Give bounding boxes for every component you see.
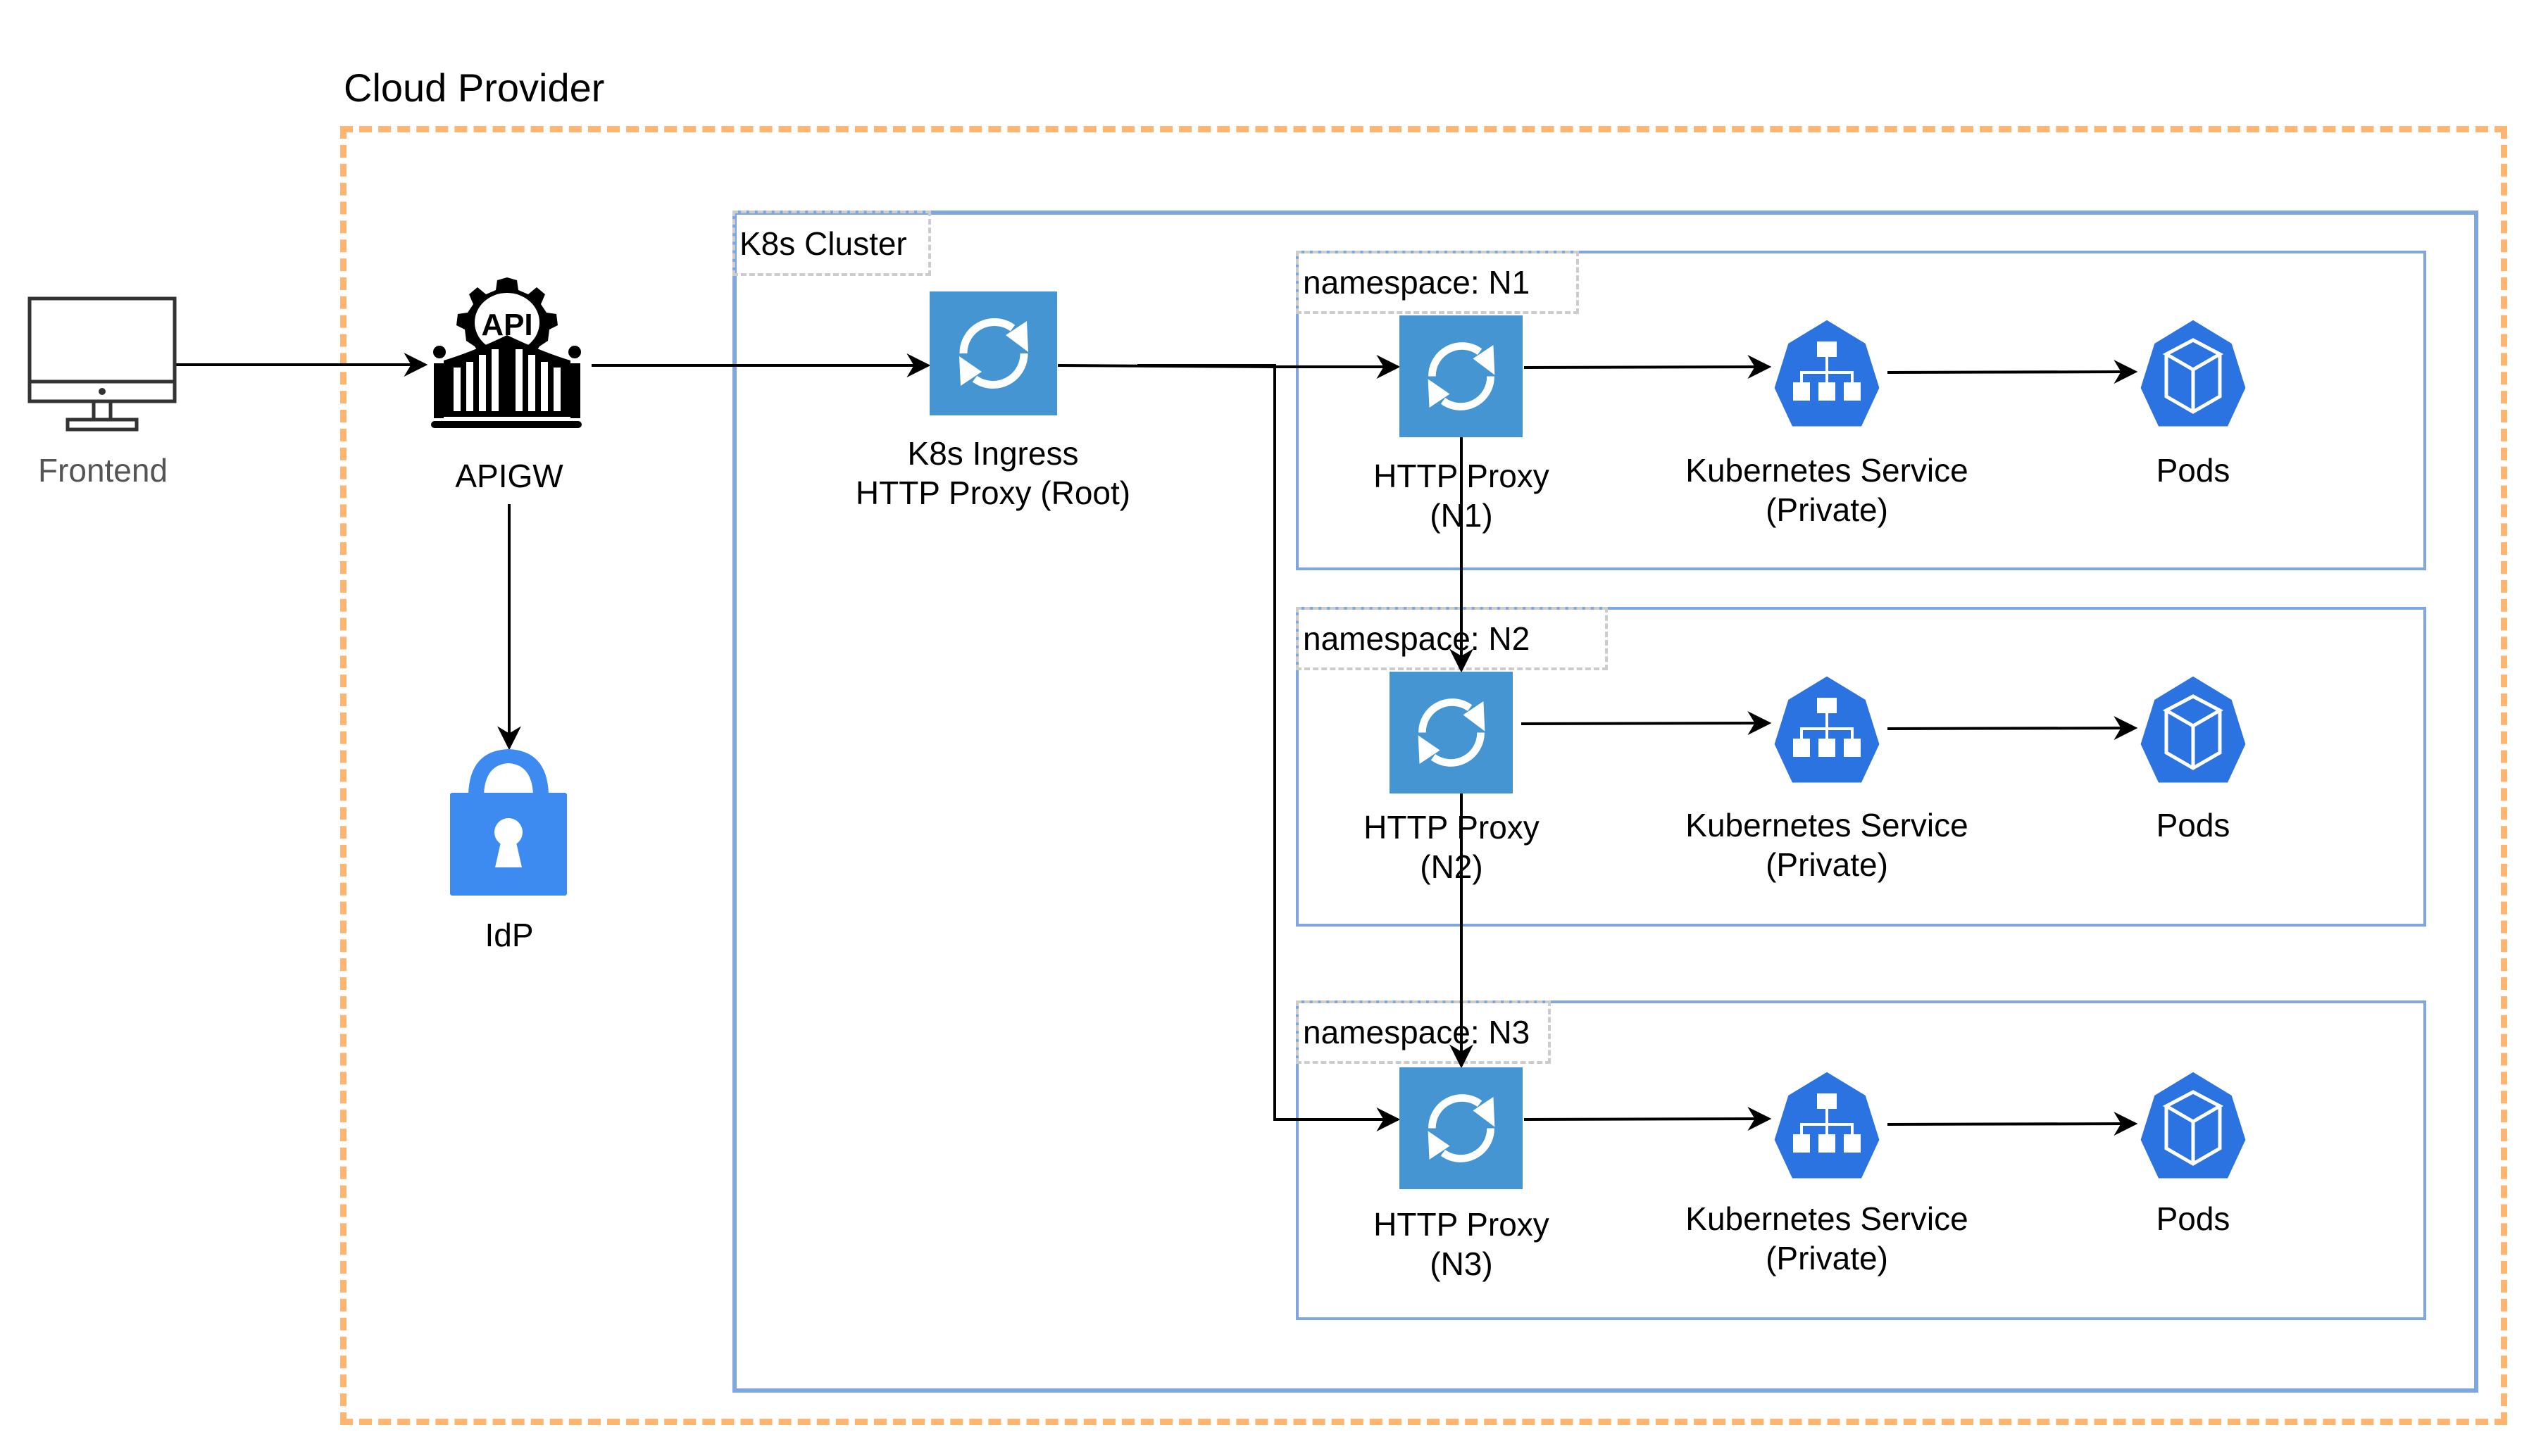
http-proxy-n2-node[interactable]	[1390, 672, 1513, 793]
sync-icon	[1428, 1094, 1495, 1162]
http-proxy-n2-label-line1: HTTP Proxy	[1363, 809, 1540, 846]
ingress-label-line2: HTTP Proxy (Root)	[855, 475, 1131, 511]
k8s-service-n2-label-line1: Kubernetes Service	[1685, 807, 1968, 843]
http-proxy-n1-label-line2: (N1)	[1430, 497, 1493, 534]
http-proxy-n1-node[interactable]	[1399, 315, 1523, 437]
k8s-service-n1-label-line1: Kubernetes Service	[1685, 452, 1968, 489]
k8s-service-n3-label-line1: Kubernetes Service	[1685, 1200, 1968, 1237]
idp-label: IdP	[485, 917, 534, 953]
namespace-n1-container	[1296, 251, 2426, 570]
namespace-n3-container	[1296, 1000, 2426, 1320]
edge-ingress-n3	[1137, 364, 1401, 1131]
apigw-label: APIGW	[455, 458, 563, 494]
pods-n3-label: Pods	[2156, 1200, 2230, 1237]
sync-icon	[959, 318, 1028, 389]
edge-proxy-n1-service	[1523, 355, 1772, 379]
namespace-n2-container	[1296, 607, 2426, 927]
ingress-label-line1: K8s Ingress	[907, 435, 1079, 472]
pods-icon[interactable]	[2137, 318, 2249, 429]
k8s-service-icon[interactable]	[1771, 674, 1883, 785]
namespace-n1-label: namespace: N1	[1296, 251, 1579, 314]
api-gateway-icon[interactable]: API	[430, 276, 585, 435]
monitor-icon[interactable]	[27, 296, 177, 433]
k8s-service-n2-label-line2: (Private)	[1766, 846, 1888, 883]
edge-proxy-n2-service	[1521, 711, 1772, 736]
sync-icon	[1428, 342, 1495, 410]
namespace-n3-label: namespace: N3	[1296, 1000, 1551, 1064]
cloud-provider-title: Cloud Provider	[344, 65, 605, 110]
edge-service-n2-pods	[1887, 716, 2138, 741]
lock-icon[interactable]	[449, 748, 568, 897]
k8s-service-icon[interactable]	[1771, 1069, 1883, 1181]
ingress-proxy-node[interactable]	[930, 291, 1057, 415]
k8s-service-n1-label-line2: (Private)	[1766, 491, 1888, 528]
pods-n1-label: Pods	[2156, 452, 2230, 489]
frontend-label: Frontend	[37, 452, 168, 489]
k8s-cluster-container	[732, 211, 2478, 1393]
pods-n2-label: Pods	[2156, 807, 2230, 843]
http-proxy-n3-label-line1: HTTP Proxy	[1373, 1206, 1549, 1243]
pods-icon[interactable]	[2137, 674, 2249, 785]
sync-icon	[1418, 698, 1485, 767]
pods-icon[interactable]	[2137, 1069, 2249, 1181]
http-proxy-n3-node[interactable]	[1399, 1067, 1523, 1189]
k8s-service-icon[interactable]	[1771, 318, 1883, 429]
http-proxy-n1-label-line1: HTTP Proxy	[1373, 458, 1549, 494]
http-proxy-n3-label-line2: (N3)	[1430, 1245, 1493, 1282]
cloud-provider-container	[340, 126, 2507, 1425]
http-proxy-n2-label-line2: (N2)	[1420, 848, 1483, 885]
k8s-service-n3-label-line2: (Private)	[1766, 1240, 1888, 1276]
k8s-cluster-label: K8s Cluster	[732, 211, 931, 276]
